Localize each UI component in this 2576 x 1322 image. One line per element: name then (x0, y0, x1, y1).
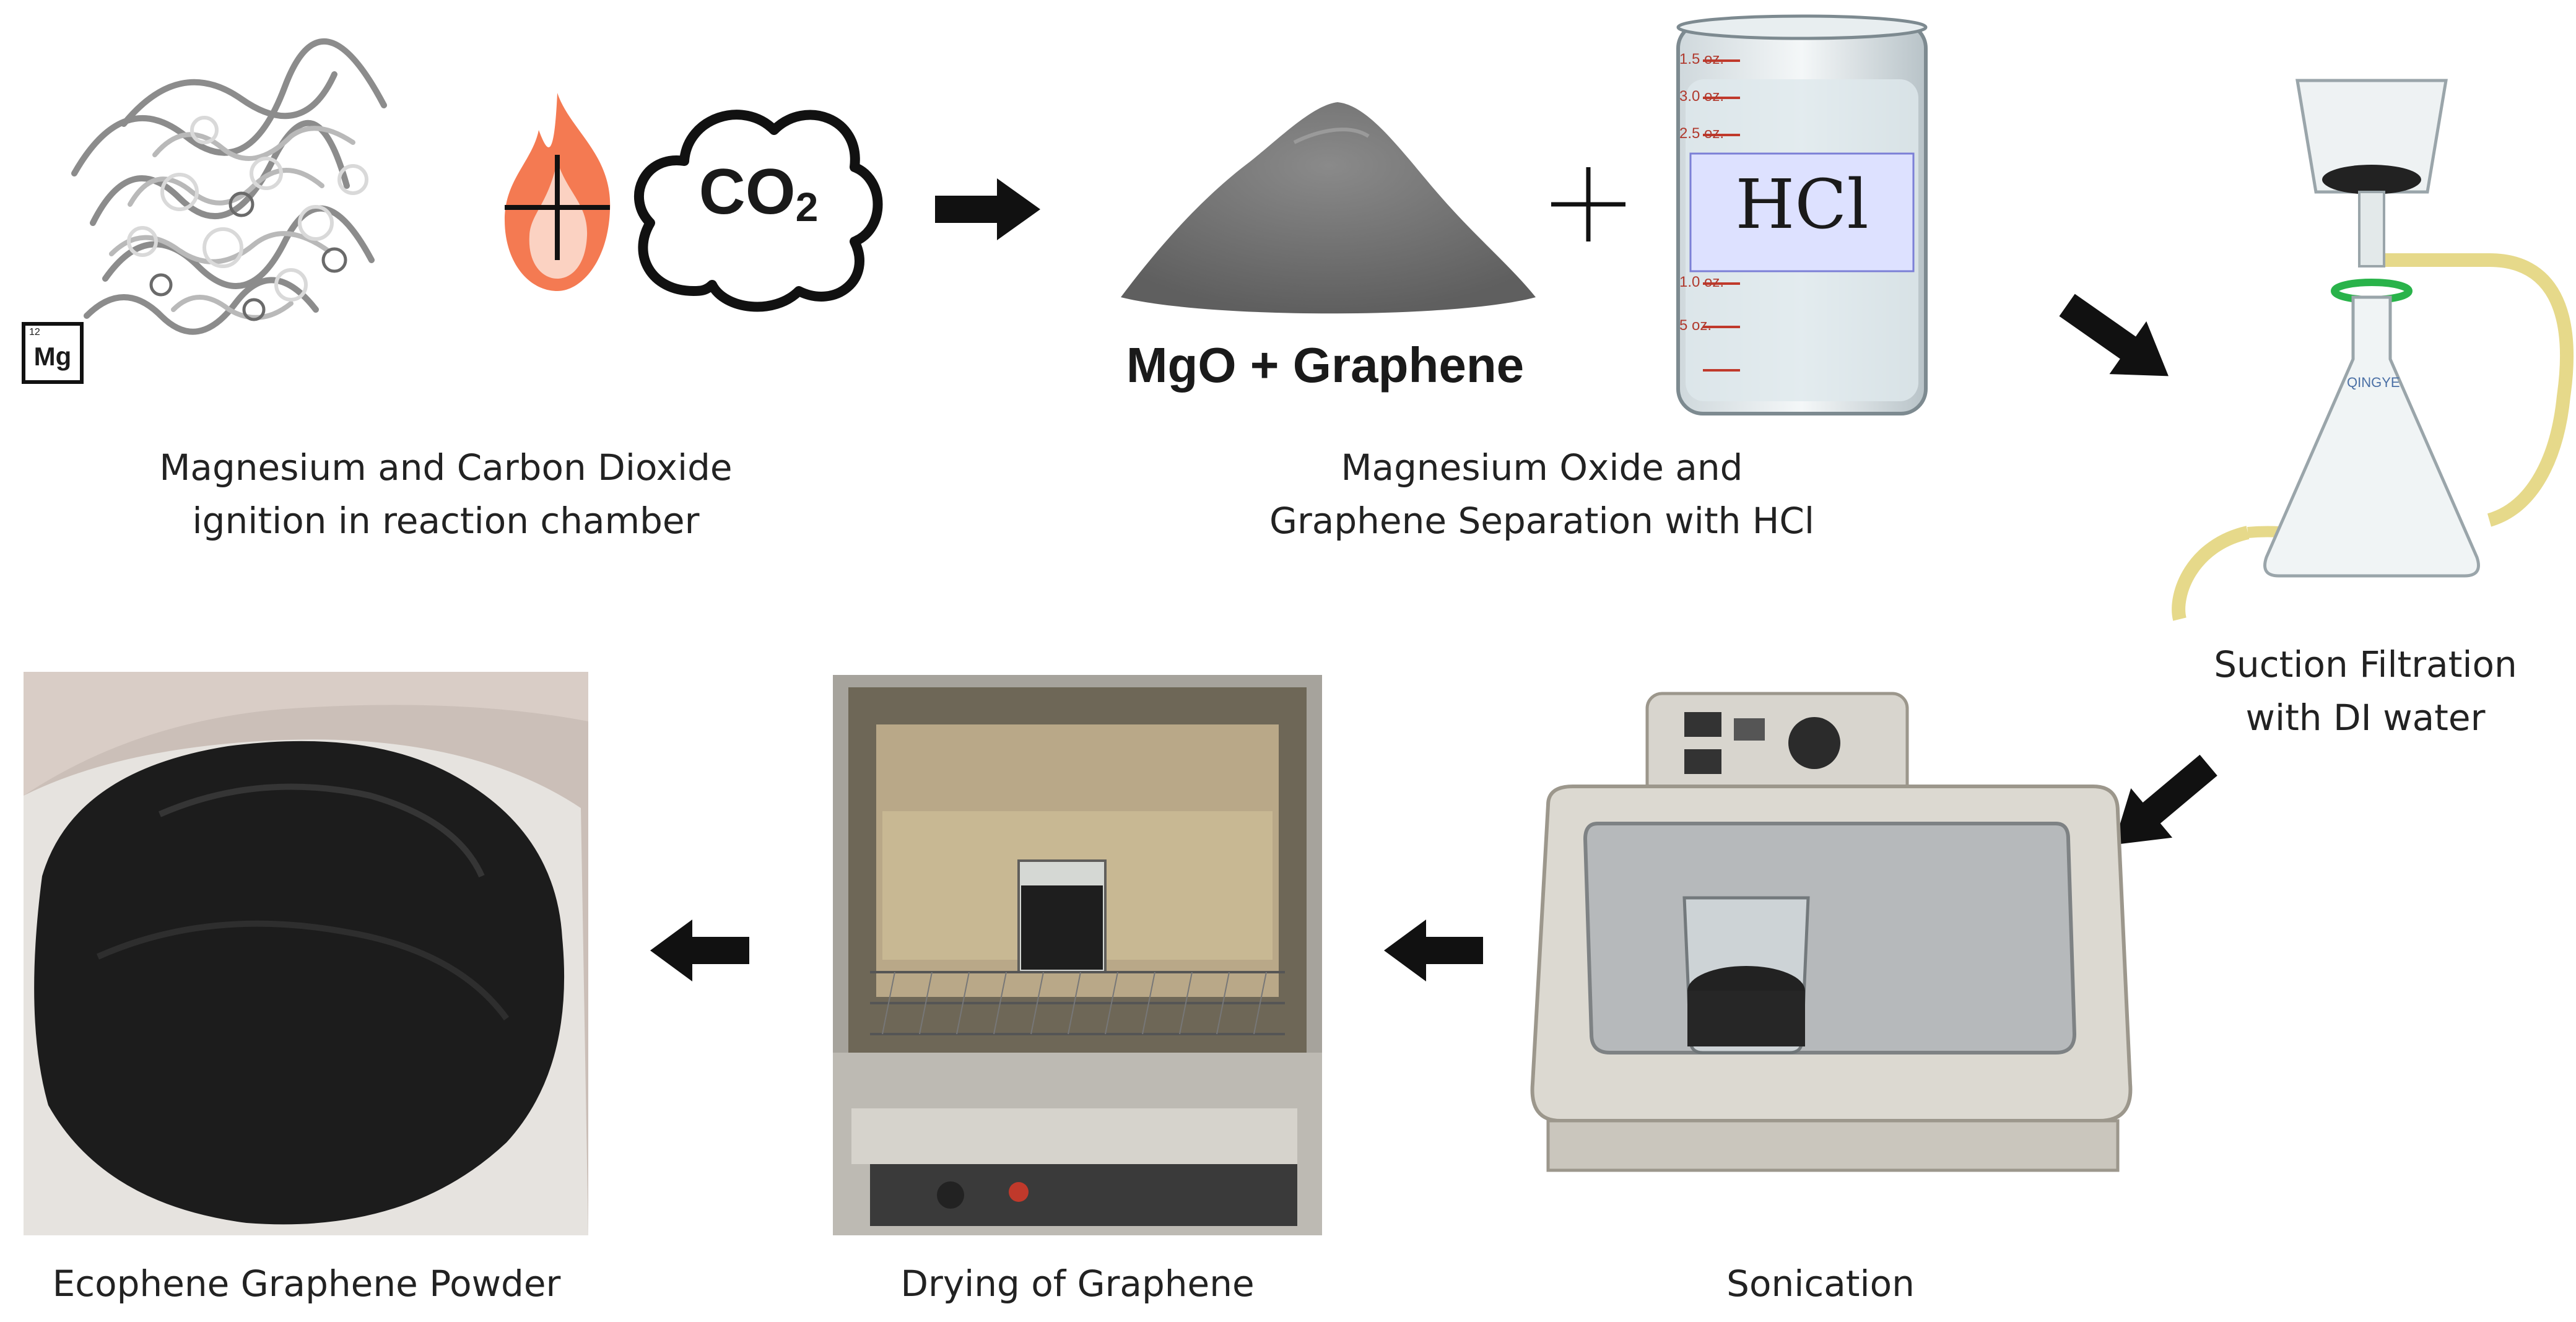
caption-stage-2: Magnesium Oxide and Graphene Separation … (1269, 446, 1814, 542)
element-atomic-number: 12 (29, 327, 40, 337)
hcl-label: HCl (1735, 165, 1869, 244)
beaker-mark: 1.5 oz. (1679, 51, 1725, 67)
graphene-powder-image (24, 672, 588, 1235)
plus-icon (505, 155, 610, 260)
arrow-down-left-icon (2113, 754, 2217, 845)
magnesium-element-card: 12 Mg (22, 322, 84, 384)
caption-stage-4: Sonication (1726, 1263, 1915, 1305)
hcl-beaker-image (1676, 14, 1928, 415)
arrow-left-icon (650, 920, 749, 981)
arrow-down-right-icon (2059, 294, 2169, 376)
co2-subscript: 2 (795, 184, 819, 230)
arrow-left-icon (1384, 920, 1483, 981)
plus-icon (1551, 167, 1625, 241)
caption-stage-1: Magnesium and Carbon Dioxide ignition in… (159, 446, 733, 542)
beaker-mark: 3.0 oz. (1679, 88, 1725, 105)
magnesium-shavings-image (71, 38, 387, 335)
caption-stage-6: Ecophene Graphene Powder (52, 1263, 561, 1305)
co2-label: CO2 (698, 156, 819, 230)
element-symbol: Mg (33, 342, 72, 371)
beaker-mark: 2.5 oz. (1679, 125, 1725, 142)
arrow-right-icon (935, 178, 1040, 240)
co2-cloud-icon (634, 110, 883, 312)
mgo-powder-pile (1121, 102, 1536, 314)
beaker-mark: 1.0 oz. (1679, 274, 1725, 290)
flask-brand-label: QINGYE (2347, 375, 2400, 390)
beaker-mark: 5 oz. (1679, 317, 1712, 334)
caption-stage-5: Drying of Graphene (900, 1263, 1255, 1305)
suction-filtration-image (2172, 79, 2574, 621)
caption-stage-3: Suction Filtration with DI water (2214, 643, 2517, 739)
mgo-graphene-label: MgO + Graphene (1126, 337, 1525, 393)
drying-oven-image (833, 675, 1322, 1235)
sonication-bath-image (1530, 692, 2133, 1172)
